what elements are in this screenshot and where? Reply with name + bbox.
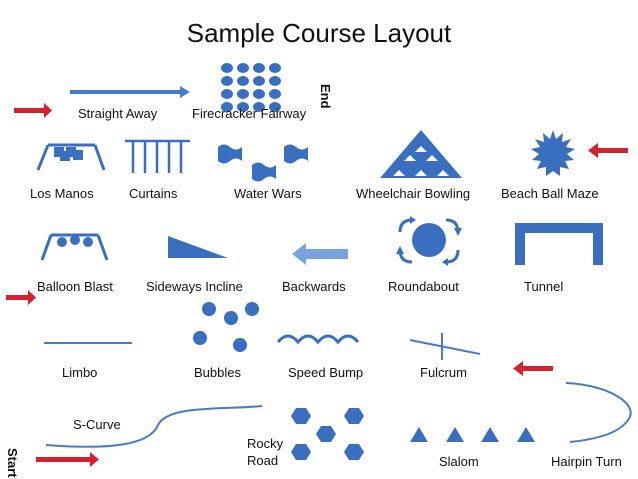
label-bubbles: Bubbles (194, 365, 241, 380)
label-hairpin-turn: Hairpin Turn (551, 454, 622, 469)
label-fulcrum: Fulcrum (420, 365, 467, 380)
label-wheelchair-bowling: Wheelchair Bowling (356, 186, 471, 201)
bubbles-shape (193, 302, 259, 352)
wheelchair-bowling-shape (380, 130, 462, 178)
sideways-incline-shape (168, 236, 228, 258)
arrow-red-fulcrum (513, 361, 553, 376)
label-firecracker-fairway: Firecracker Fairway (192, 106, 307, 121)
end-marker: End (318, 84, 333, 109)
backwards-arrow (292, 243, 348, 265)
label-sideways-incline: Sideways Incline (146, 279, 243, 294)
start-marker: Start (5, 448, 20, 478)
label-los-manos: Los Manos (30, 186, 94, 201)
slalom-shape (410, 427, 535, 442)
hairpin-turn-shape (565, 382, 632, 443)
label-roundabout: Roundabout (388, 279, 459, 294)
speed-bump-shape (276, 334, 360, 345)
label-curtains: Curtains (129, 186, 178, 201)
page-title: Sample Course Layout (186, 18, 452, 48)
water-wars-shape (218, 144, 308, 182)
arrow-red-start (36, 452, 99, 467)
label-straight-away: Straight Away (78, 106, 158, 121)
label-rocky: Rocky (247, 436, 284, 451)
s-curve-shape (45, 405, 263, 448)
beach-ball-maze-shape (531, 130, 575, 176)
los-manos-shape (36, 143, 106, 171)
label-beach-ball-maze: Beach Ball Maze (501, 186, 599, 201)
rocky-road-shape (291, 408, 364, 460)
arrow-red-balloon-blast (6, 290, 36, 305)
straight-away-shape (70, 86, 190, 98)
balloon-blast-shape (40, 233, 109, 261)
label-water-wars: Water Wars (234, 186, 302, 201)
roundabout-shape (396, 216, 462, 266)
label-speed-bump: Speed Bump (288, 365, 364, 380)
arrow-red-straight-away (14, 103, 52, 118)
label-slalom: Slalom (439, 454, 479, 469)
label-balloon-blast: Balloon Blast (37, 279, 113, 294)
label-tunnel: Tunnel (524, 279, 564, 294)
firecracker-fairway-shape (221, 63, 281, 112)
label-backwards: Backwards (282, 279, 346, 294)
label-limbo: Limbo (62, 365, 98, 380)
label-s-curve: S-Curve (73, 417, 121, 432)
curtains-shape (125, 139, 190, 173)
fulcrum-shape (409, 333, 481, 360)
label-road: Road (247, 453, 279, 468)
los-manos-hands (54, 147, 83, 161)
arrow-red-beach-ball (588, 143, 628, 158)
tunnel-shape (515, 223, 603, 265)
